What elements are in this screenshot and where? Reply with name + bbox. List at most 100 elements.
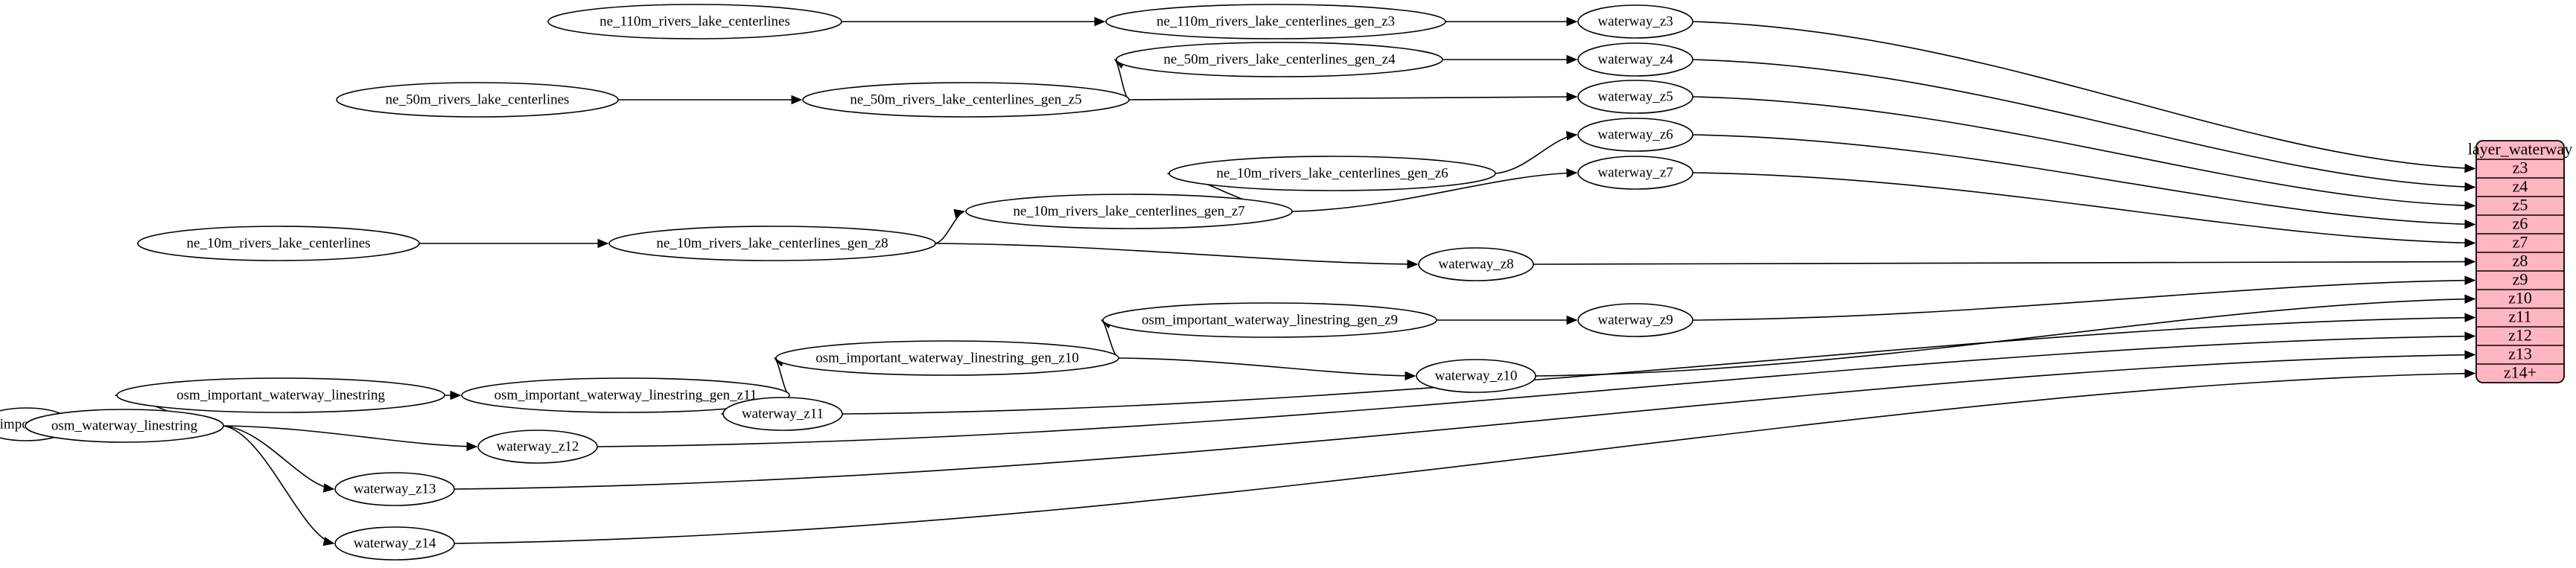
edge-waterway_z14-to-layer_waterway-z14+ <box>454 372 2475 544</box>
node-label: osm_important_waterway_linestring <box>176 387 385 403</box>
node-waterway_z11[interactable]: waterway_z11 <box>722 397 843 431</box>
record-node-layer: layer_waterwayz3z4z5z6z7z8z9z10z11z12z13… <box>2468 140 2572 383</box>
node-label: waterway_z7 <box>1597 165 1673 180</box>
node-ellipse <box>1416 359 1536 393</box>
node-ellipse <box>25 409 224 443</box>
node-waterway_z3[interactable]: waterway_z3 <box>1577 4 1694 39</box>
node-ne_10m_rivers_lake_centerlines[interactable]: ne_10m_rivers_lake_centerlines <box>137 226 420 261</box>
node-label: osm_waterway_linestring <box>51 418 198 433</box>
node-label: ne_110m_rivers_lake_centerlines_gen_z3 <box>1157 13 1395 29</box>
record-row-z11[interactable]: z11 <box>2509 307 2532 326</box>
edge-arrowhead <box>597 238 609 249</box>
edge-waterway_z4-to-layer_waterway-z4 <box>1692 59 2475 188</box>
record-row-z4[interactable]: z4 <box>2513 177 2528 196</box>
edge-ne_10m_rivers_lake_centerlines_gen_z7-to-waterway_z7 <box>1291 172 1577 212</box>
record-row-z12[interactable]: z12 <box>2508 326 2532 345</box>
edge-arrowhead <box>2464 163 2476 173</box>
node-ellipse <box>775 340 1119 376</box>
node-label: waterway_z11 <box>742 406 824 421</box>
edge-ne_10m_rivers_lake_centerlines_gen_z8-to-waterway_z8 <box>935 243 1418 265</box>
node-label: ne_50m_rivers_lake_centerlines_gen_z4 <box>1163 51 1396 67</box>
edge-waterway_z7-to-layer_waterway-z7 <box>1692 172 2475 244</box>
node-waterway_z14[interactable]: waterway_z14 <box>334 526 455 561</box>
record-row-z14+[interactable]: z14+ <box>2504 363 2537 382</box>
node-ellipse <box>477 430 598 464</box>
node-osm_important_waterway_linestring[interactable]: osm_important_waterway_linestring <box>116 377 445 413</box>
node-ne_50m_rivers_lake_centerlines_gen_z5[interactable]: ne_50m_rivers_lake_centerlines_gen_z5 <box>802 82 1130 118</box>
edges-layer <box>22 16 2476 546</box>
edge-arrowhead <box>2464 368 2476 378</box>
edge-arrowhead <box>2464 182 2476 192</box>
node-waterway_z9[interactable]: waterway_z9 <box>1577 303 1694 337</box>
node-ne_110m_rivers_lake_centerlines_gen_z3[interactable]: ne_110m_rivers_lake_centerlines_gen_z3 <box>1105 4 1446 39</box>
node-ellipse <box>336 82 619 118</box>
edge-arrowhead <box>1565 131 1578 141</box>
edge-arrowhead <box>1566 92 1578 102</box>
node-label: ne_110m_rivers_lake_centerlines <box>600 13 790 29</box>
edge-ne_10m_rivers_lake_centerlines_gen_z6-to-waterway_z6 <box>1495 134 1577 174</box>
node-ne_50m_rivers_lake_centerlines_gen_z4[interactable]: ne_50m_rivers_lake_centerlines_gen_z4 <box>1116 42 1443 77</box>
record-node-layer-waterway[interactable]: layer_waterwayz3z4z5z6z7z8z9z10z11z12z13… <box>2468 140 2572 383</box>
node-osm_important_waterway_linestring_gen_z9[interactable]: osm_important_waterway_linestring_gen_z9 <box>1102 302 1437 338</box>
node-label: waterway_z9 <box>1597 312 1673 328</box>
record-row-z5[interactable]: z5 <box>2513 196 2528 214</box>
node-ne_10m_rivers_lake_centerlines_gen_z6[interactable]: ne_10m_rivers_lake_centerlines_gen_z6 <box>1168 156 1496 191</box>
node-ellipse <box>608 226 936 261</box>
node-ne_110m_rivers_lake_centerlines[interactable]: ne_110m_rivers_lake_centerlines <box>547 4 842 39</box>
node-ellipse <box>334 472 455 506</box>
node-waterway_z4[interactable]: waterway_z4 <box>1577 42 1694 77</box>
record-row-z8[interactable]: z8 <box>2513 252 2528 270</box>
nodes-layer: imposm3osm_waterway_linestringne_110m_ri… <box>0 4 1694 561</box>
edge-arrowhead <box>1566 168 1578 178</box>
node-osm_important_waterway_linestring_gen_z11[interactable]: osm_important_waterway_linestring_gen_z1… <box>461 377 790 413</box>
node-waterway_z12[interactable]: waterway_z12 <box>477 430 598 464</box>
edge-osm_waterway_linestring-to-waterway_z12 <box>223 425 477 447</box>
node-ellipse <box>137 226 420 261</box>
node-osm_waterway_linestring[interactable]: osm_waterway_linestring <box>25 409 224 443</box>
record-row-z7[interactable]: z7 <box>2513 233 2528 252</box>
node-label: waterway_z12 <box>497 438 579 454</box>
node-label: ne_10m_rivers_lake_centerlines_gen_z8 <box>656 235 888 251</box>
edge-arrowhead <box>1405 371 1416 381</box>
node-osm_important_waterway_linestring_gen_z10[interactable]: osm_important_waterway_linestring_gen_z1… <box>775 340 1119 376</box>
record-row-z13[interactable]: z13 <box>2508 345 2532 363</box>
edge-arrowhead <box>2464 219 2476 229</box>
node-ellipse <box>802 82 1130 118</box>
node-waterway_z13[interactable]: waterway_z13 <box>334 472 455 506</box>
node-ellipse <box>547 4 842 39</box>
node-ellipse <box>1577 303 1694 337</box>
node-label: waterway_z6 <box>1597 127 1673 142</box>
edge-arrowhead <box>2464 238 2476 248</box>
edge-waterway_z6-to-layer_waterway-z6 <box>1692 134 2475 226</box>
record-header-label: layer_waterway <box>2468 140 2572 159</box>
record-row-z3[interactable]: z3 <box>2513 159 2528 177</box>
edge-waterway_z11-to-layer_waterway-z11 <box>842 316 2475 415</box>
node-ellipse <box>1102 302 1437 338</box>
node-label: ne_10m_rivers_lake_centerlines_gen_z6 <box>1216 165 1448 181</box>
node-label: waterway_z13 <box>354 481 436 497</box>
edge-arrowhead <box>2464 294 2476 304</box>
node-ellipse <box>116 377 445 413</box>
node-label: osm_important_waterway_linestring_gen_z1… <box>494 387 757 403</box>
edge-arrowhead <box>2464 350 2476 360</box>
record-row-z10[interactable]: z10 <box>2508 289 2532 307</box>
node-label: ne_10m_rivers_lake_centerlines_gen_z7 <box>1013 203 1244 219</box>
node-label: ne_50m_rivers_lake_centerlines_gen_z5 <box>850 92 1081 107</box>
node-waterway_z6[interactable]: waterway_z6 <box>1577 118 1694 152</box>
node-ellipse <box>965 194 1293 229</box>
node-ne_10m_rivers_lake_centerlines_gen_z8[interactable]: ne_10m_rivers_lake_centerlines_gen_z8 <box>608 226 936 261</box>
edge-arrowhead <box>1566 315 1578 325</box>
node-ne_50m_rivers_lake_centerlines[interactable]: ne_50m_rivers_lake_centerlines <box>336 82 619 118</box>
node-ellipse <box>1105 4 1446 39</box>
node-waterway_z8[interactable]: waterway_z8 <box>1418 247 1534 281</box>
record-row-z9[interactable]: z9 <box>2513 270 2528 289</box>
node-waterway_z5[interactable]: waterway_z5 <box>1577 80 1694 114</box>
node-label: waterway_z5 <box>1597 89 1673 104</box>
node-waterway_z10[interactable]: waterway_z10 <box>1416 359 1536 393</box>
edge-waterway_z8-to-layer_waterway-z8 <box>1533 261 2475 265</box>
node-waterway_z7[interactable]: waterway_z7 <box>1577 156 1694 190</box>
node-ne_10m_rivers_lake_centerlines_gen_z7[interactable]: ne_10m_rivers_lake_centerlines_gen_z7 <box>965 194 1293 229</box>
record-row-z6[interactable]: z6 <box>2513 214 2528 233</box>
edge-arrowhead <box>322 483 335 493</box>
